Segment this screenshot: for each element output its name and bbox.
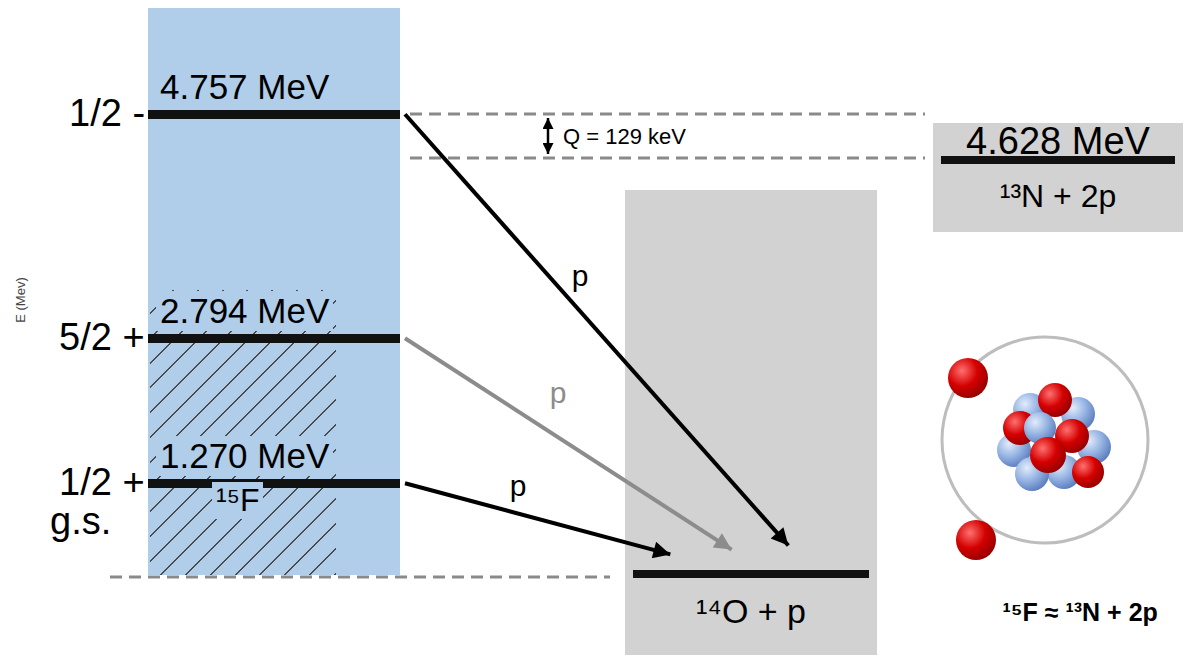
label-anchor: 1/2 +: [59, 461, 145, 505]
annotation-label: 5/2 +: [59, 316, 145, 360]
atom-illustration: [942, 337, 1148, 560]
annotation-label: 1/2 -: [69, 92, 145, 136]
dashed-level-line: [410, 157, 925, 160]
level-energy: 1.270 MeV: [156, 436, 333, 476]
level-energy: 2.794 MeV: [156, 291, 333, 331]
level-energy: 4.757 MeV: [156, 67, 333, 107]
energy-level-column: ¹⁵F 4.757 MeV 2.794 MeV 1.270 MeV: [148, 8, 400, 575]
decay-arrow: [405, 114, 788, 545]
label-anchor: 1/2 -: [69, 92, 145, 136]
energy-level: 4.757 MeV: [148, 67, 400, 119]
threshold-box: 4.628 MeV ¹³N + 2p: [933, 123, 1183, 232]
q-value-arrow: [547, 118, 550, 154]
edge-label-anchor: p: [550, 376, 567, 411]
proton-ball: [956, 520, 996, 560]
level-line: [941, 156, 1175, 164]
label-anchor: 5/2 +: [59, 316, 145, 360]
energy-level: 2.794 MeV: [148, 291, 400, 343]
decay-arrow: [405, 483, 670, 554]
annotation-label: ¹⁵F ≈ ¹³N + 2p: [1003, 598, 1158, 627]
nucleus-name: ¹⁵F: [212, 482, 263, 519]
orbit-circle: [942, 337, 1148, 543]
edge-label-anchor: p: [510, 469, 527, 504]
label-anchor: E (Mev): [11, 277, 29, 323]
proton-ball: [1038, 383, 1072, 417]
emitted-particle: p: [550, 376, 567, 411]
annotation-label: g.s.: [50, 500, 111, 544]
axis-title: E (Mev): [14, 277, 29, 323]
annotation-label: 1/2 +: [59, 461, 145, 505]
threshold-text: ¹⁴O + p: [696, 592, 806, 631]
threshold-text: 4.628 MeV: [966, 126, 1150, 156]
edge-label-anchor: p: [572, 259, 589, 294]
level-line: [633, 570, 869, 578]
annotation-label: Q = 129 keV: [563, 124, 686, 149]
emitted-particle: p: [572, 259, 589, 294]
energy-level: 1.270 MeV: [148, 436, 400, 488]
proton-ball: [948, 358, 988, 398]
decay-arrow: [405, 338, 732, 549]
threshold-box: ¹⁴O + p: [625, 190, 877, 655]
label-anchor: g.s.: [50, 500, 111, 544]
proton-ball: [1030, 437, 1066, 473]
threshold-text: ¹³N + 2p: [1000, 178, 1116, 215]
label-anchor: ¹⁵F ≈ ¹³N + 2p: [1003, 598, 1158, 627]
label-anchor: Q = 129 keV: [563, 124, 686, 149]
proton-ball: [1072, 456, 1104, 488]
emitted-particle: p: [510, 469, 527, 504]
dashed-level-line: [410, 113, 925, 116]
dashed-ground-line: [110, 576, 610, 579]
